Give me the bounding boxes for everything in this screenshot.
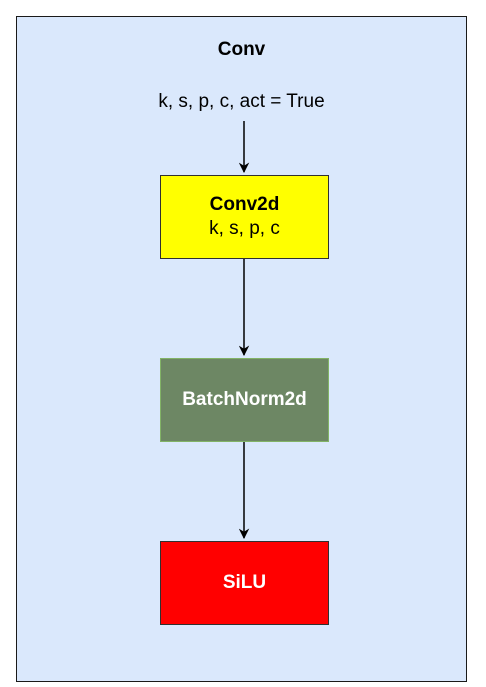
conv2d-node-name: Conv2d: [209, 194, 280, 215]
conv-params-label: k, s, p, c, act = True: [158, 91, 325, 112]
diagram-title: Conv: [217, 39, 266, 60]
conv-module-container: Conv k, s, p, c, act = True Conv2d k, s,…: [16, 16, 467, 682]
batchnorm-node: BatchNorm2d: [160, 358, 329, 442]
conv2d-node: Conv2d k, s, p, c: [160, 175, 329, 259]
silu-node: SiLU: [160, 541, 329, 625]
silu-node-name: SiLU: [222, 572, 267, 593]
conv2d-node-params: k, s, p, c: [209, 218, 280, 239]
batchnorm-node-name: BatchNorm2d: [182, 389, 307, 410]
